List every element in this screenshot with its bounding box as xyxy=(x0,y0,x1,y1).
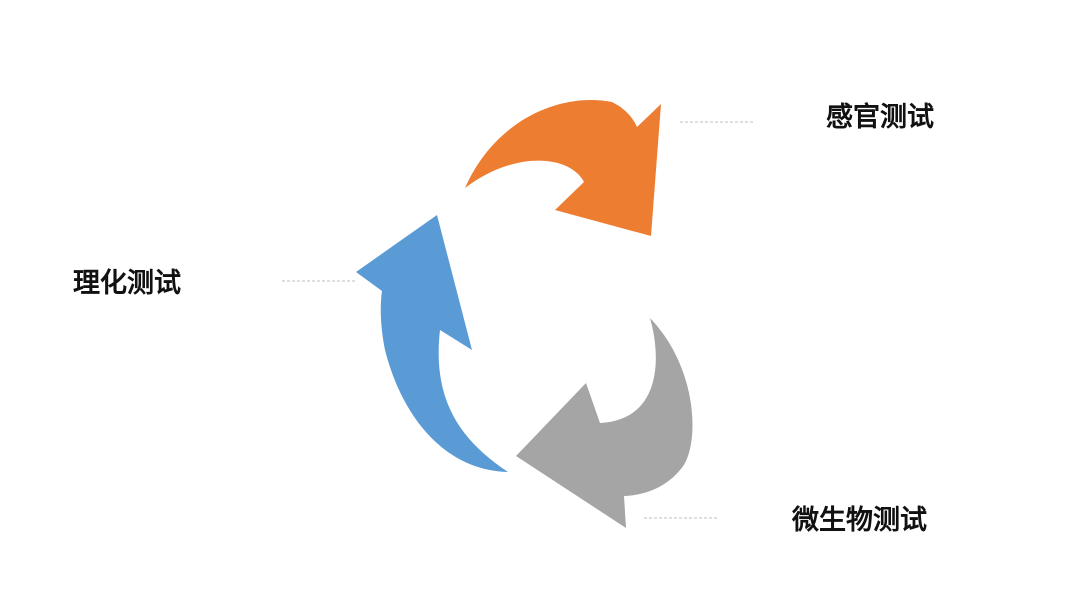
gray-cycle-arrow xyxy=(516,318,693,528)
label-physchem-test: 理化测试 xyxy=(73,268,181,299)
label-microbial-test: 微生物测试 xyxy=(792,505,927,536)
label-sensory-test: 感官测试 xyxy=(826,102,934,133)
orange-cycle-arrow xyxy=(465,100,661,236)
blue-cycle-arrow xyxy=(356,215,508,472)
